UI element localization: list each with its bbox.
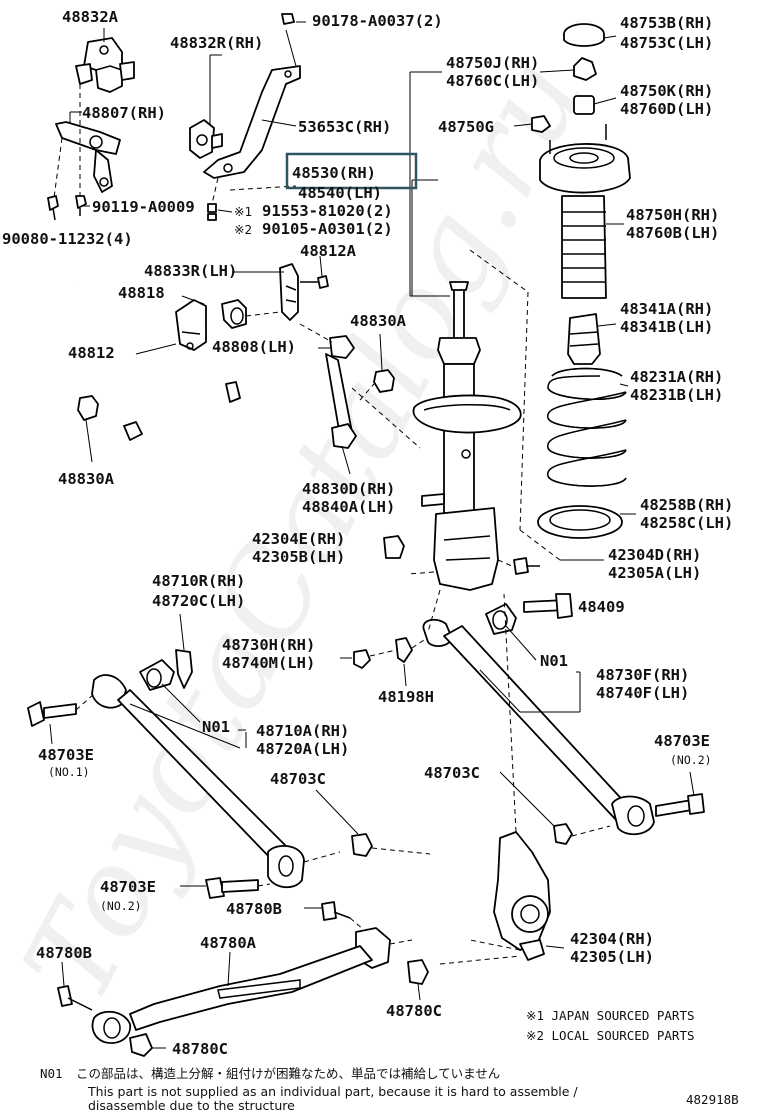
- figure-number: 482918B: [686, 1092, 739, 1107]
- label-42304d[interactable]: 42304D(RH): [608, 546, 701, 564]
- label-48258c[interactable]: 48258C(LH): [640, 514, 733, 532]
- arm-bolts-drawing: [27, 637, 705, 899]
- highlight-box-48530: [285, 152, 418, 190]
- label-48780c-right[interactable]: 48780C: [386, 1002, 442, 1020]
- label-48760b[interactable]: 48760B(LH): [626, 224, 719, 242]
- label-42304e[interactable]: 42304E(RH): [252, 530, 345, 548]
- label-48833r[interactable]: 48833R(LH): [144, 262, 237, 280]
- knuckle-42304-drawing: [439, 593, 565, 965]
- label-48341b[interactable]: 48341B(LH): [620, 318, 713, 336]
- label-48812[interactable]: 48812: [68, 344, 115, 362]
- note-japan-sourced: ※1 JAPAN SOURCED PARTS: [526, 1008, 695, 1023]
- label-90178[interactable]: 90178-A0037(2): [312, 12, 443, 30]
- label-48780a[interactable]: 48780A: [200, 934, 257, 952]
- stabilizer-link-drawing: [325, 335, 357, 449]
- bracket-48832r-drawing: [189, 119, 223, 159]
- label-48750j[interactable]: 48750J(RH): [446, 54, 539, 72]
- label-48832r[interactable]: 48832R(RH): [170, 34, 263, 52]
- label-48710r[interactable]: 48710R(RH): [152, 572, 245, 590]
- arm-48780a-drawing: [57, 901, 429, 1057]
- leaders-top-left: [53, 21, 306, 213]
- label-48703e-right[interactable]: 48703E: [654, 732, 710, 750]
- shock-absorber-48530-drawing: [412, 281, 522, 591]
- label-n01-left[interactable]: N01: [202, 718, 230, 736]
- label-48703e-bottom[interactable]: 48703E: [100, 878, 156, 896]
- bracket-48807-drawing: [55, 121, 121, 193]
- label-48703c-right[interactable]: 48703C: [424, 764, 480, 782]
- label-48720a[interactable]: 48720A(LH): [256, 740, 349, 758]
- arm-48710a-drawing: [91, 649, 305, 889]
- label-48750h[interactable]: 48750H(RH): [626, 206, 719, 224]
- note-n01-japanese: この部品は、構造上分解・組付けが困難なため、単品では補給していません: [76, 1066, 500, 1081]
- label-no2-right: (NO.2): [670, 753, 712, 767]
- label-48832a[interactable]: 48832A: [62, 8, 119, 26]
- label-48258b[interactable]: 48258B(RH): [640, 496, 733, 514]
- label-48730h[interactable]: 48730H(RH): [222, 636, 315, 654]
- label-48818[interactable]: 48818: [118, 284, 165, 302]
- label-48710a[interactable]: 48710A(RH): [256, 722, 349, 740]
- label-90080[interactable]: 90080-11232(4): [2, 230, 133, 248]
- label-42305[interactable]: 42305(LH): [570, 948, 654, 966]
- bolt-90080-drawing: [47, 195, 87, 221]
- label-no2-bottom: (NO.2): [100, 899, 142, 913]
- part-labels: 48832A 48832R(RH) 90178-A0037(2) 48807(R…: [2, 8, 733, 1058]
- mark-japan: ※1: [234, 204, 252, 219]
- label-n01-right[interactable]: N01: [540, 652, 568, 670]
- label-42304[interactable]: 42304(RH): [570, 930, 654, 948]
- note-local-sourced: ※2 LOCAL SOURCED PARTS: [526, 1028, 695, 1043]
- label-48409[interactable]: 48409: [578, 598, 625, 616]
- label-48830d[interactable]: 48830D(RH): [302, 480, 395, 498]
- bracket-53653c-drawing: [203, 13, 301, 221]
- leaders-arms: [49, 589, 695, 909]
- label-48780b-left[interactable]: 48780B: [36, 944, 92, 962]
- label-48530[interactable]: 48530(RH): [292, 164, 376, 182]
- stabilizer-bar-drawing: [77, 263, 395, 441]
- label-48720c[interactable]: 48720C(LH): [152, 592, 245, 610]
- label-48341a[interactable]: 48341A(RH): [620, 300, 713, 318]
- label-48231a[interactable]: 48231A(RH): [630, 368, 723, 386]
- note-n01-english-2: disassemble due to the structure: [88, 1098, 295, 1112]
- label-no1: (NO.1): [48, 765, 90, 779]
- label-48750k[interactable]: 48750K(RH): [620, 82, 713, 100]
- label-90119[interactable]: 90119-A0009: [92, 198, 195, 216]
- label-48703c-mid[interactable]: 48703C: [270, 770, 326, 788]
- label-48231b[interactable]: 48231B(LH): [630, 386, 723, 404]
- leaders-strut: [384, 35, 636, 575]
- footnotes: ※1 JAPAN SOURCED PARTS ※2 LOCAL SOURCED …: [40, 1008, 739, 1112]
- label-48780b-mid[interactable]: 48780B: [226, 900, 282, 918]
- label-42305b[interactable]: 42305B(LH): [252, 548, 345, 566]
- label-48830a-top[interactable]: 48830A: [350, 312, 407, 330]
- label-48740m[interactable]: 48740M(LH): [222, 654, 315, 672]
- note-n01-english-1: This part is not supplied as an individu…: [87, 1084, 578, 1099]
- strut-bolts-drawing: [383, 535, 573, 619]
- label-48740f[interactable]: 48740F(LH): [596, 684, 689, 702]
- label-48780c-bottom[interactable]: 48780C: [172, 1040, 228, 1058]
- label-48730f[interactable]: 48730F(RH): [596, 666, 689, 684]
- label-48753b[interactable]: 48753B(RH): [620, 14, 713, 32]
- label-48760c[interactable]: 48760C(LH): [446, 72, 539, 90]
- label-48750g[interactable]: 48750G: [438, 118, 494, 136]
- bracket-48832a-drawing: [75, 37, 135, 93]
- label-48840a[interactable]: 48840A(LH): [302, 498, 395, 516]
- mark-local: ※2: [234, 222, 252, 237]
- label-48807[interactable]: 48807(RH): [82, 104, 166, 122]
- note-n01-code: N01: [40, 1066, 63, 1081]
- label-90105[interactable]: 90105-A0301(2): [262, 220, 393, 238]
- label-48540[interactable]: 48540(LH): [298, 184, 382, 202]
- label-48808[interactable]: 48808(LH): [212, 338, 296, 356]
- strut-upper-parts-drawing: [531, 23, 631, 539]
- label-48198h[interactable]: 48198H: [378, 688, 434, 706]
- label-48753c[interactable]: 48753C(LH): [620, 34, 713, 52]
- label-48703e-left[interactable]: 48703E: [38, 746, 94, 764]
- label-42305a[interactable]: 42305A(LH): [608, 564, 701, 582]
- label-91553[interactable]: 91553-81020(2): [262, 202, 393, 220]
- label-48812a[interactable]: 48812A: [300, 242, 357, 260]
- leaders-lower: [61, 917, 421, 1049]
- arm-48730f-drawing: [422, 603, 655, 836]
- label-53653c[interactable]: 53653C(RH): [298, 118, 391, 136]
- label-48760d[interactable]: 48760D(LH): [620, 100, 713, 118]
- leaders-stabilizer: [85, 255, 421, 475]
- label-48830a-left[interactable]: 48830A: [58, 470, 115, 488]
